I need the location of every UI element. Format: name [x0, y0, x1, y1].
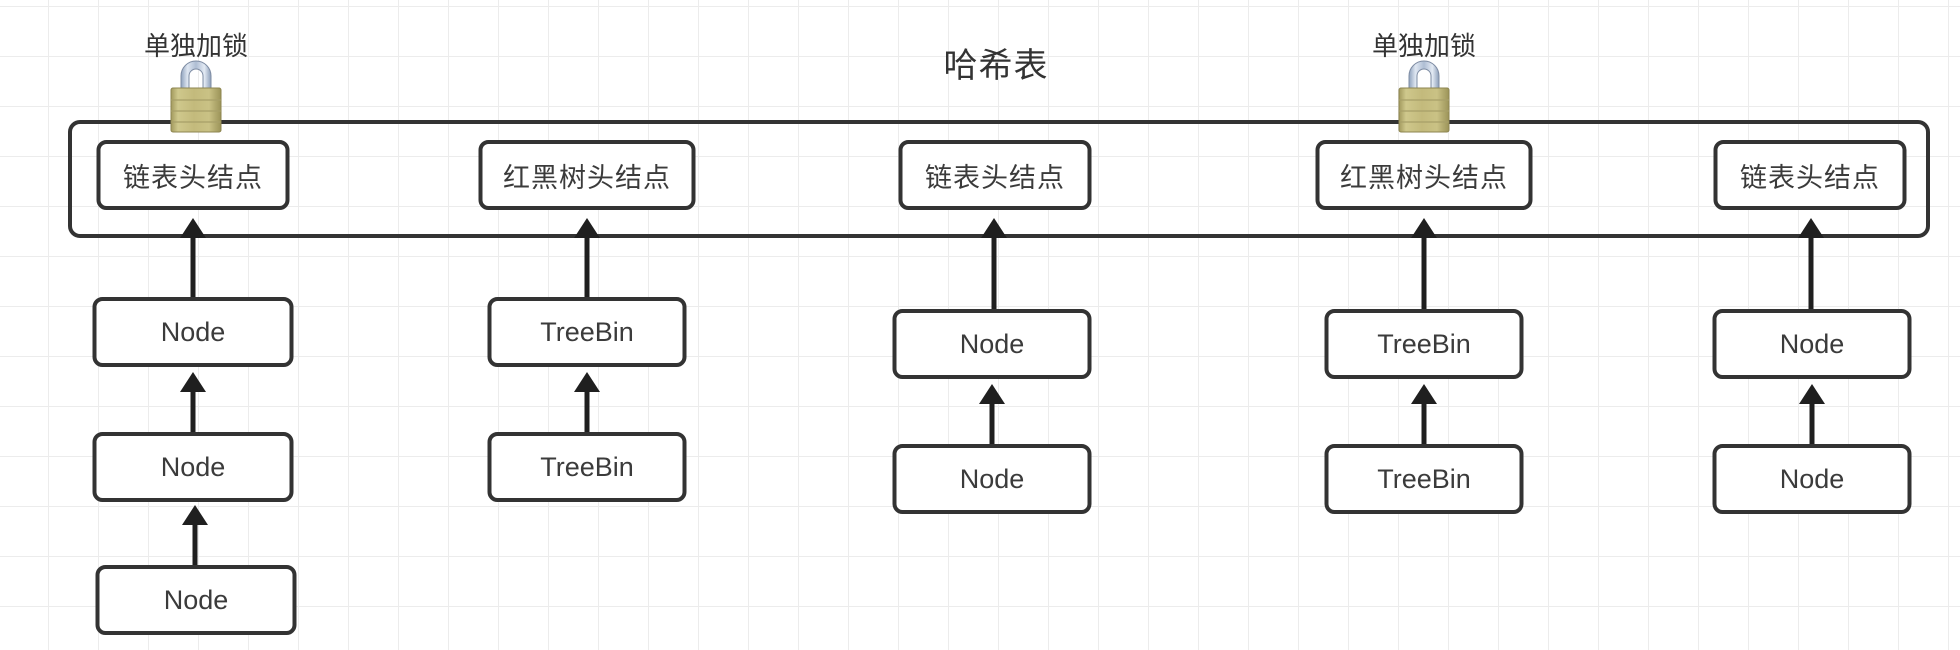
arrow-col4-node2-to-node1 [1411, 384, 1437, 444]
arrow-shaft [584, 232, 590, 297]
col-3-node-1[interactable]: Node [892, 309, 1092, 379]
lock-right-label: 单独加锁 [1371, 31, 1477, 61]
arrow-shaft [190, 386, 196, 432]
arrow-shaft [1421, 398, 1427, 444]
box-label: Node [1779, 463, 1845, 494]
arrow-head-icon [182, 505, 208, 525]
col-1-head-node[interactable]: 链表头结点 [96, 140, 290, 210]
col-1-node-1[interactable]: Node [92, 297, 294, 367]
box-label: Node [959, 328, 1025, 359]
arrow-col3-node2-to-node1 [979, 384, 1005, 444]
box-label: Node [959, 463, 1025, 494]
arrow-shaft [1808, 232, 1814, 309]
box-label: Node [1779, 328, 1845, 359]
lock-left-label: 单独加锁 [143, 31, 249, 61]
col-3-node-2[interactable]: Node [892, 444, 1092, 514]
arrow-col1-node2-to-node1 [180, 372, 206, 432]
box-label: 链表头结点 [925, 162, 1065, 193]
arrow-head-icon [180, 372, 206, 392]
col-4-treebin-2[interactable]: TreeBin [1324, 444, 1524, 514]
arrow-shaft [584, 386, 590, 432]
arrow-head-icon [574, 372, 600, 392]
page-title: 哈希表 [943, 47, 1049, 85]
col-1-node-2[interactable]: Node [92, 432, 294, 502]
box-label: 红黑树头结点 [1340, 162, 1508, 193]
box-label: Node [160, 316, 226, 347]
box-label: Node [160, 451, 226, 482]
arrow-head-icon [1799, 384, 1825, 404]
box-label: 链表头结点 [1740, 162, 1880, 193]
col-2-treebin-2[interactable]: TreeBin [487, 432, 687, 502]
box-label: TreeBin [1377, 328, 1471, 359]
arrow-head-icon [979, 384, 1005, 404]
col-4-treebin-1[interactable]: TreeBin [1324, 309, 1524, 379]
col-5-node-2[interactable]: Node [1712, 444, 1912, 514]
box-label: 红黑树头结点 [503, 162, 671, 193]
col-4-head-node[interactable]: 红黑树头结点 [1315, 140, 1533, 210]
col-5-node-1[interactable]: Node [1712, 309, 1912, 379]
arrow-col5-node2-to-node1 [1799, 384, 1825, 444]
arrow-head-icon [1411, 384, 1437, 404]
box-label: 链表头结点 [123, 162, 263, 193]
arrow-shaft [1809, 398, 1815, 444]
box-label: TreeBin [540, 451, 634, 482]
col-3-head-node[interactable]: 链表头结点 [898, 140, 1092, 210]
arrow-shaft [989, 398, 995, 444]
col-2-treebin-1[interactable]: TreeBin [487, 297, 687, 367]
box-label: TreeBin [1377, 463, 1471, 494]
arrow-col2-node2-to-node1 [574, 372, 600, 432]
arrow-shaft [190, 232, 196, 297]
box-label: TreeBin [540, 316, 634, 347]
arrow-col1-node3-to-node2 [182, 505, 208, 565]
arrow-shaft [991, 232, 997, 309]
col-5-head-node[interactable]: 链表头结点 [1713, 140, 1907, 210]
box-label: Node [163, 584, 229, 615]
lock-left-padlock-icon [165, 56, 227, 134]
lock-right-padlock-icon [1393, 56, 1455, 134]
col-2-head-node[interactable]: 红黑树头结点 [478, 140, 696, 210]
arrow-shaft [192, 519, 198, 565]
col-1-node-3[interactable]: Node [95, 565, 297, 635]
arrow-shaft [1421, 232, 1427, 309]
